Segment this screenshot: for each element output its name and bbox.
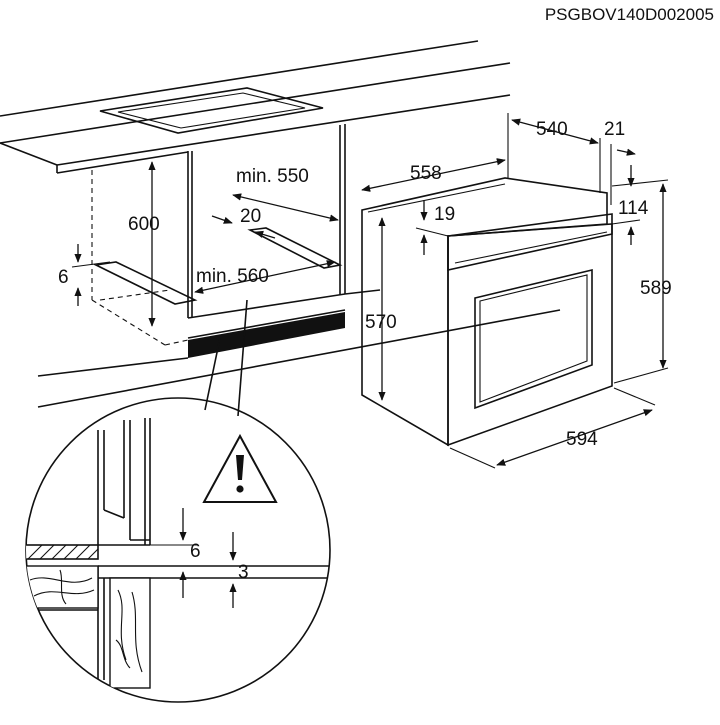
rail-height-label: 6 [58, 267, 69, 288]
detail-view: 6 3 [25, 397, 331, 703]
min-width-label: min. 560 [196, 266, 269, 287]
black-strip [188, 312, 345, 358]
cabinet [37, 124, 561, 408]
rail-offset-label: 20 [240, 206, 261, 227]
detail-gap-top-label: 6 [190, 541, 201, 562]
oven [361, 177, 613, 447]
oven-body-height-label: 570 [365, 312, 397, 333]
oven-dimensions: 540 21 558 19 570 114 589 594 [361, 113, 672, 469]
drawing-code: PSGBOV140D002005 [545, 5, 714, 24]
leader-line-right [237, 299, 248, 417]
cabinet-height-label: 600 [128, 214, 160, 235]
countertop [0, 40, 511, 174]
leader-line-left [204, 337, 221, 411]
cabinet-dimensions: 600 min. 550 min. 560 20 6 [58, 161, 339, 327]
front-width-label: 594 [566, 429, 598, 450]
warning-triangle-icon [202, 433, 278, 503]
front-height-label: 589 [640, 278, 672, 299]
oven-depth-label: 540 [536, 119, 568, 140]
top-offset-label: 19 [434, 204, 455, 225]
detail-gap-bottom-label: 3 [238, 562, 249, 583]
min-depth-label: min. 550 [236, 166, 309, 187]
cooktop [99, 87, 324, 134]
oven-front-offset-label: 21 [604, 119, 625, 140]
oven-width-label: 558 [410, 163, 442, 184]
panel-offset-label: 114 [618, 198, 649, 219]
